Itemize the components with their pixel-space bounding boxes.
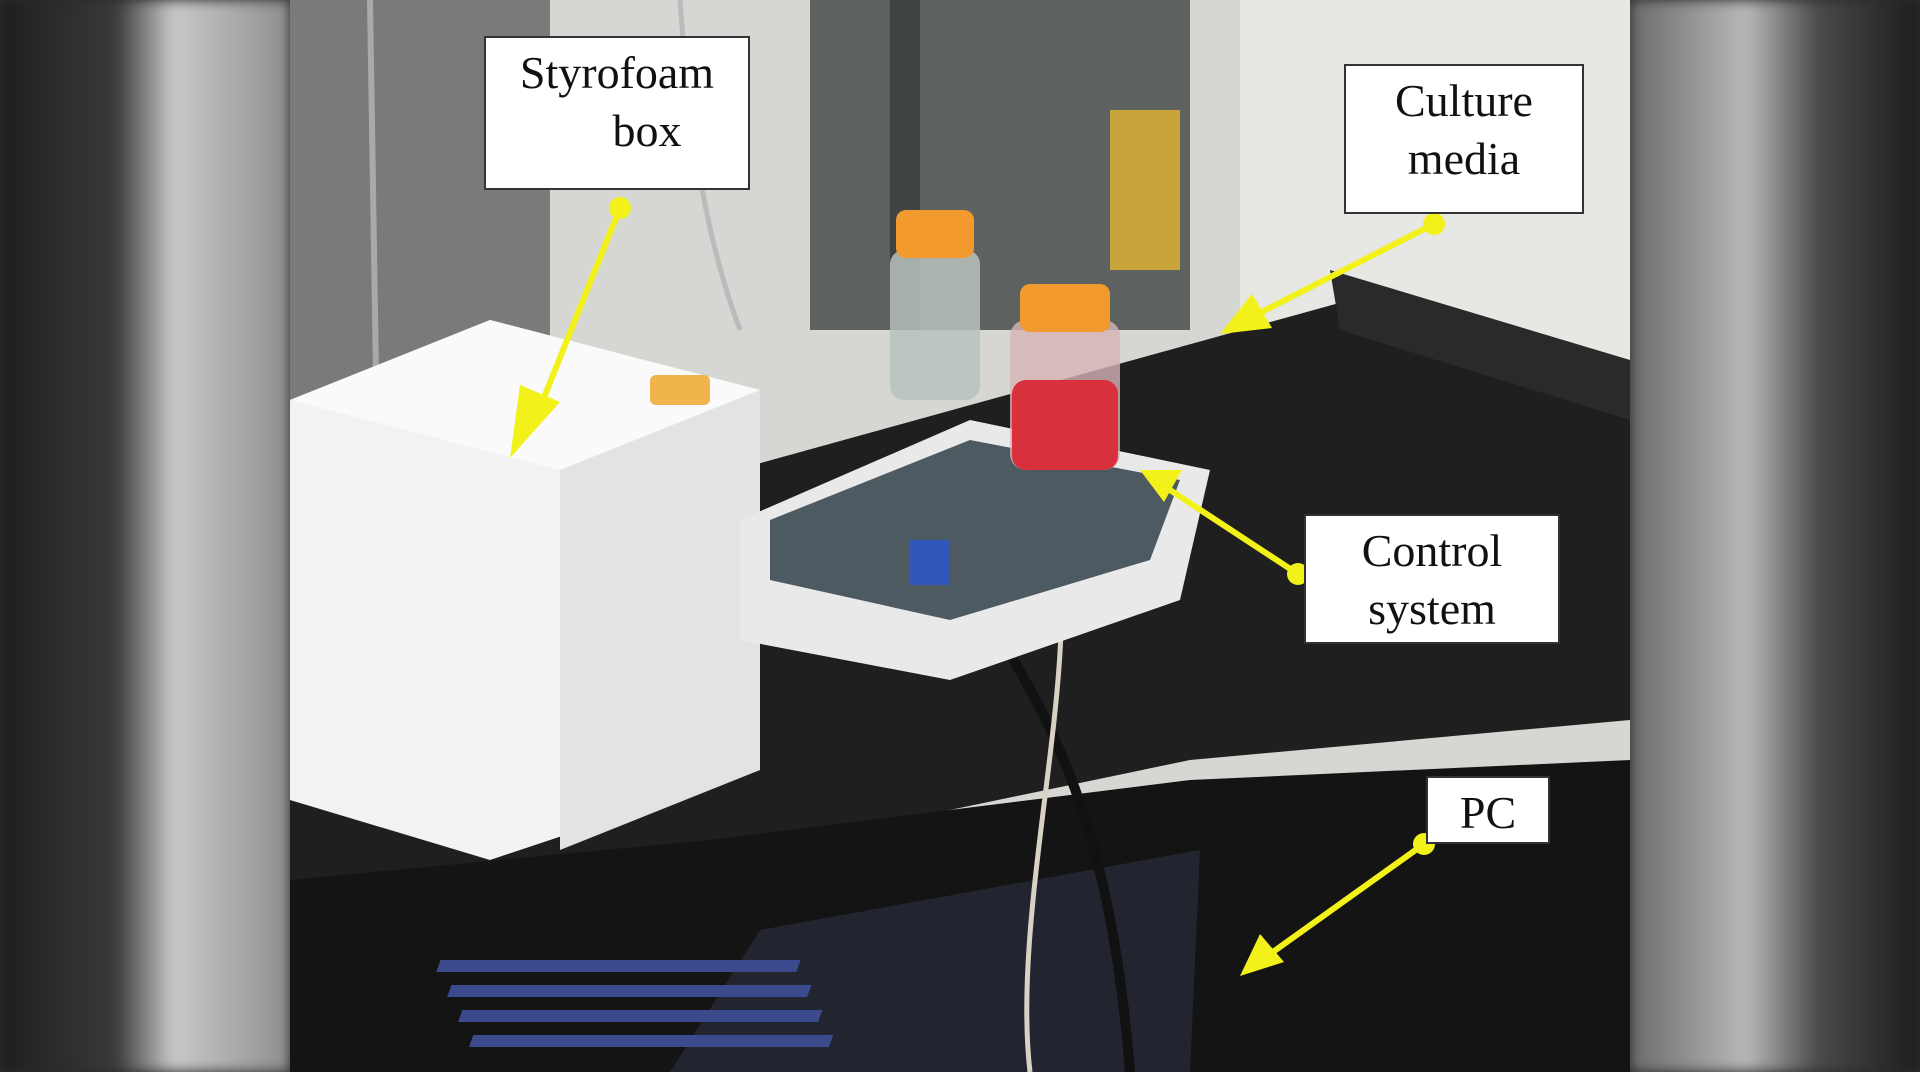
blurred-left-border: [0, 0, 290, 1072]
blurred-right-border: [1630, 0, 1920, 1072]
media-bottle-cap: [1020, 284, 1110, 332]
arrow-control-system: [1140, 470, 1309, 585]
bottle-left-cap: [896, 210, 974, 258]
cart-handle: [1330, 270, 1630, 420]
vga-connector: [910, 540, 950, 585]
arrow-pc: [1240, 833, 1435, 976]
label-styrofoam-line1: Styrofoam: [519, 47, 715, 98]
styrofoam-side: [560, 390, 760, 850]
arrow-styrofoam: [510, 197, 631, 458]
circuit-board: [770, 440, 1180, 620]
label-culture-line2: media: [1407, 132, 1521, 184]
label-culture-line1: Culture: [1395, 75, 1533, 126]
bottle-left: [890, 250, 980, 400]
media-liquid: [1012, 380, 1118, 470]
label-control-system: Control system: [1304, 514, 1560, 644]
annotation-arrows: [510, 197, 1445, 976]
label-styrofoam-box: Styrofoam box: [484, 36, 750, 190]
cable-black: [985, 617, 1135, 1072]
label-styrofoam-line2: box: [612, 104, 682, 156]
label-control-line1: Control: [1361, 525, 1503, 576]
label-pc: PC: [1426, 776, 1550, 844]
label-pc-text: PC: [1459, 787, 1517, 838]
arrow-culture-media: [1220, 213, 1445, 334]
small-filter: [650, 375, 710, 405]
laptop-keys: [436, 960, 834, 1047]
yellow-object: [1110, 110, 1180, 270]
label-control-line2: system: [1368, 582, 1496, 634]
label-culture-media: Culture media: [1344, 64, 1584, 214]
